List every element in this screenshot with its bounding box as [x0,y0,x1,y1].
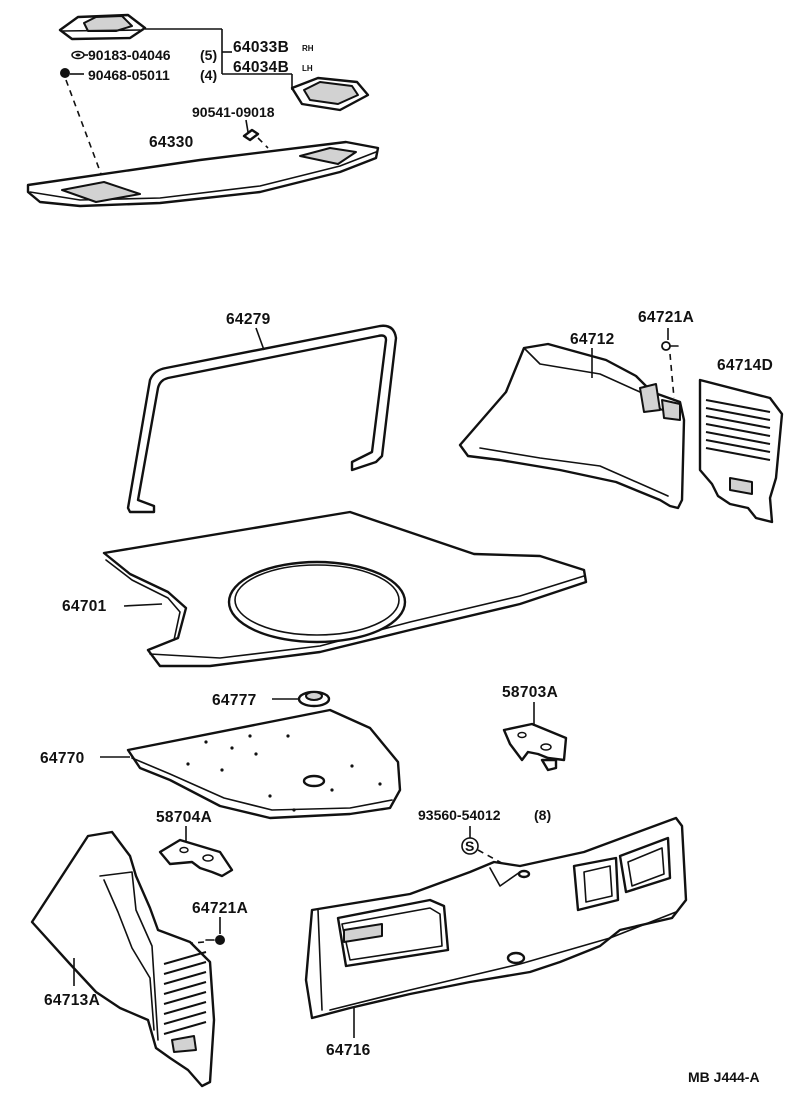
label-package-tray: 64330 [149,134,194,151]
label-fastener-qty: (8) [534,807,551,823]
floor-mat [102,510,588,668]
label-plug: 64777 [212,692,257,709]
vent-cover-rh [698,378,784,524]
label-bracket-rh: 64033B [233,39,289,56]
label-vent-cover-rh: 64714D [717,357,773,374]
clip-lh-icon [205,935,225,945]
fastener-symbol-icon: S [461,837,479,855]
label-bracket-rh-lower: 58703A [502,684,558,701]
package-tray [26,140,380,208]
side-trim-lh [30,830,216,1088]
label-weatherstrip: 64279 [226,311,271,328]
label-bracket-lh-lower: 58704A [156,809,212,826]
weatherstrip [126,324,398,514]
floor-board [126,708,402,820]
label-side-trim-rh: 64712 [570,331,615,348]
label-bracket-lh: 64034B [233,59,289,76]
label-floor-board: 64770 [40,750,85,767]
speaker-grille-lower [290,76,370,112]
label-floor-mat: 64701 [62,598,107,615]
clip-rh-icon [661,341,679,351]
diagram-code: MB J444-A [688,1069,760,1085]
label-rear-trim: 64716 [326,1042,371,1059]
fastener-symbol: S [465,838,474,854]
label-bracket-lh-side: LH [302,64,313,73]
bracket-rh-lower [502,722,568,772]
bracket-bracket-lines [145,28,293,90]
label-bracket-rh-side: RH [302,44,314,53]
nut-icon [60,68,70,78]
clip-icon [242,128,260,142]
label-nut: 90468-05011 [88,67,170,83]
vent-louvers-rh [705,399,771,461]
label-screw-qty: (5) [200,47,217,63]
floor-board-holes [186,734,382,812]
label-clip-lh: 64721A [192,900,248,917]
bracket-lh-lower [158,838,234,878]
screw-icon [71,50,85,60]
speaker-grille-upper [58,13,147,41]
label-fastener: 93560-54012 [418,807,501,823]
side-trim-rh [458,342,686,510]
label-nut-qty: (4) [200,67,217,83]
label-side-trim-lh: 64713A [44,992,100,1009]
plug [297,690,331,708]
label-screw: 90183-04046 [88,47,171,63]
label-clip-top: 90541-09018 [192,104,275,120]
label-clip-rh: 64721A [638,309,694,326]
rear-trim-panel [304,816,688,1020]
vent-louvers-lh [163,951,207,1035]
